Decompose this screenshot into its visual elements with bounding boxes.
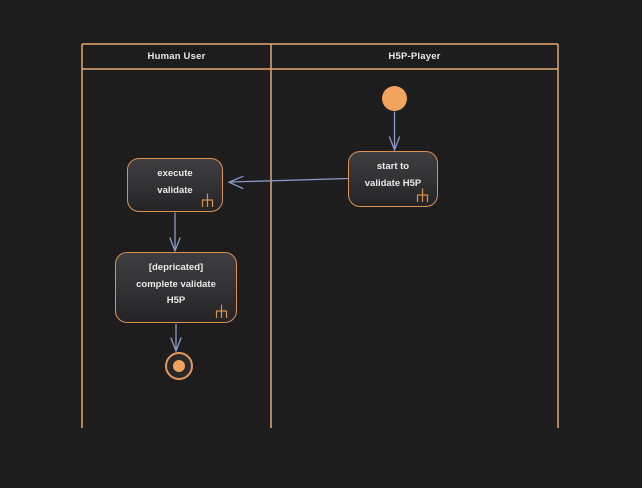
- action-node-label: [depricated] complete validate H5P: [136, 262, 216, 306]
- arrow-execute-to-complete: [169, 212, 181, 253]
- arrow-initial-to-start: [388, 111, 401, 152]
- lane-header-h5p-player[interactable]: H5P-Player: [272, 44, 557, 69]
- action-node-label: execute validate: [157, 168, 193, 196]
- activity-final-dot: [173, 360, 185, 372]
- lane-header-label: H5P-Player: [388, 51, 441, 62]
- lane-header-label: Human User: [147, 51, 206, 62]
- action-node-execute-validate[interactable]: execute validate: [127, 158, 223, 212]
- rake-icon: [215, 304, 228, 318]
- initial-node[interactable]: [382, 86, 407, 111]
- arrow-start-to-execute: [227, 175, 349, 190]
- arrow-complete-to-final: [170, 324, 182, 353]
- action-node-start-to-validate-h5p[interactable]: start to validate H5P: [348, 151, 438, 207]
- action-node-label: start to validate H5P: [364, 161, 422, 189]
- rake-icon: [416, 188, 429, 202]
- activity-final-node[interactable]: [165, 352, 193, 380]
- action-node-deprecated-complete-validate-h5p[interactable]: [depricated] complete validate H5P: [115, 252, 237, 323]
- lane-header-human-user[interactable]: Human User: [83, 44, 270, 69]
- rake-icon: [201, 193, 214, 207]
